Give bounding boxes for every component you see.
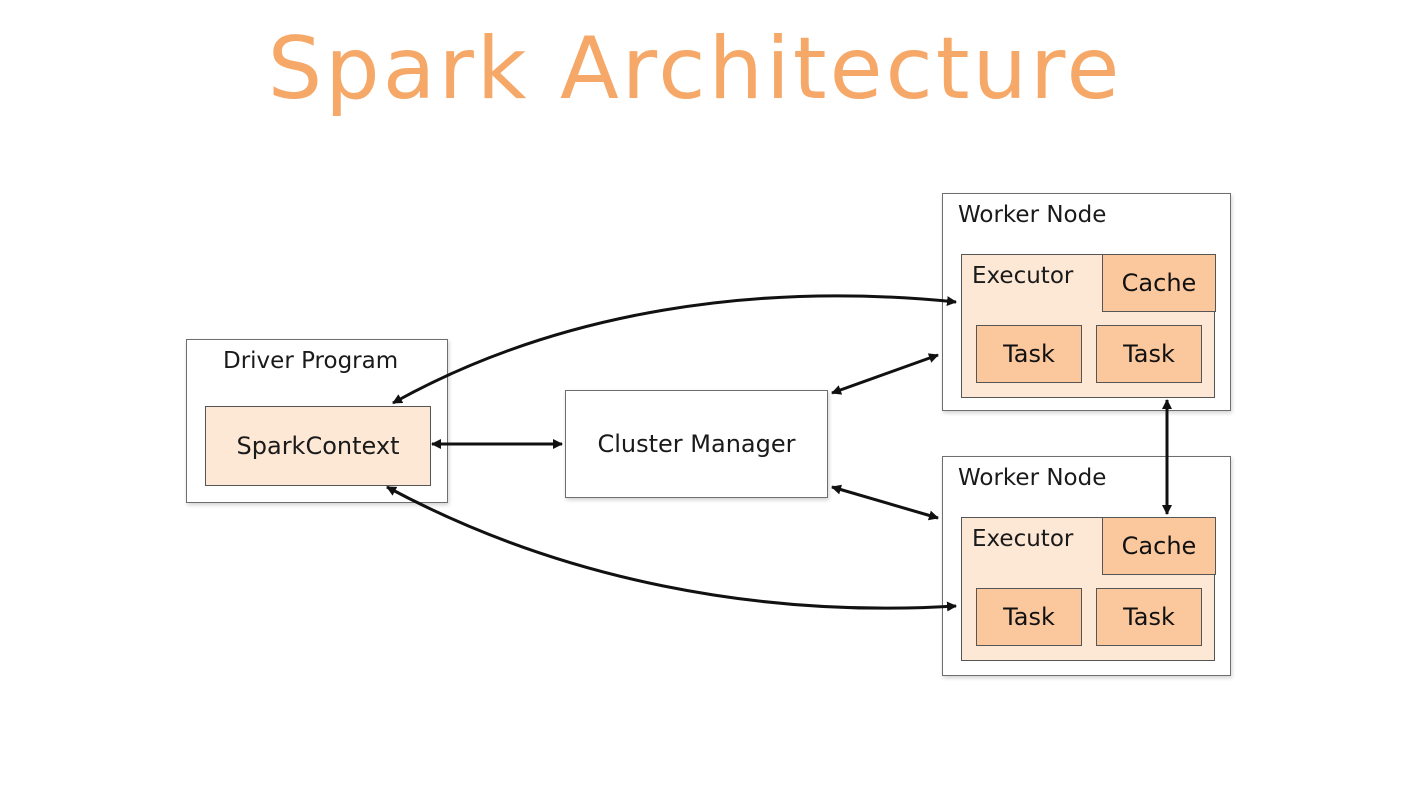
- arrow-cluster-manager-worker-2: [831, 484, 939, 521]
- task-box: Task: [1096, 325, 1202, 383]
- cache-box: Cache: [1102, 253, 1216, 312]
- worker-node-label: Worker Node: [958, 202, 1107, 228]
- worker-node-1: Worker Node Executor Cache Task Task: [942, 193, 1231, 411]
- cache-label: Cache: [1121, 268, 1197, 297]
- task-label: Task: [1003, 603, 1055, 631]
- cluster-manager-box: Cluster Manager: [565, 390, 828, 498]
- executor-box: Executor Cache Task Task: [961, 253, 1216, 398]
- cache-label: Cache: [1121, 531, 1197, 560]
- cache-box: Cache: [1102, 516, 1216, 575]
- task-label: Task: [1123, 603, 1175, 631]
- executor-label: Executor: [972, 263, 1074, 289]
- worker-node-2: Worker Node Executor Cache Task Task: [942, 456, 1231, 676]
- executor-label: Executor: [972, 526, 1074, 552]
- task-box: Task: [1096, 588, 1202, 646]
- spark-context-box: SparkContext: [205, 406, 431, 486]
- worker-node-label: Worker Node: [958, 465, 1107, 491]
- page-title: Spark Architecture: [267, 19, 1123, 119]
- arrow-cluster-manager-worker-1: [831, 353, 939, 395]
- arrow-context-worker-2: [386, 485, 957, 612]
- executor-box: Executor Cache Task Task: [961, 516, 1216, 661]
- arrow-context-worker-1: [392, 294, 957, 405]
- driver-program-label: Driver Program: [223, 348, 399, 374]
- task-label: Task: [1123, 340, 1175, 368]
- cluster-manager-label: Cluster Manager: [597, 430, 796, 458]
- task-label: Task: [1003, 340, 1055, 368]
- task-box: Task: [976, 325, 1082, 383]
- spark-context-label: SparkContext: [236, 432, 400, 460]
- task-box: Task: [976, 588, 1082, 646]
